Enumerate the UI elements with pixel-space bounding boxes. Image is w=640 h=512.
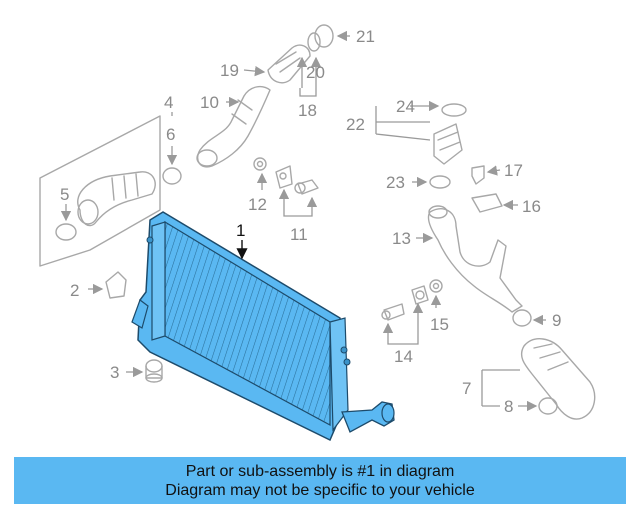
- callout-1: 1: [236, 221, 245, 240]
- callout-8: 8: [504, 397, 513, 416]
- bracket-part-11a: [275, 165, 293, 189]
- clamp-part-8: [538, 397, 558, 415]
- bracket-outline: [39, 115, 161, 267]
- grommet-part-3: [145, 359, 163, 383]
- leader-lines: [60, 30, 546, 412]
- banner-line-1: Part or sub-assembly is #1 in diagram: [185, 462, 455, 480]
- callout-10: 10: [200, 93, 219, 112]
- hose-part-24: [441, 103, 467, 117]
- callout-9: 9: [552, 311, 561, 330]
- nut-part-12: [253, 157, 267, 171]
- clamp-part-6: [162, 167, 182, 185]
- callout-21: 21: [356, 27, 375, 46]
- callout-3: 3: [110, 363, 119, 382]
- callout-17: 17: [504, 161, 523, 180]
- callout-16: 16: [522, 197, 541, 216]
- pad-part-2: [105, 271, 127, 299]
- bolt-part-14b: [411, 285, 429, 305]
- callout-14: 14: [394, 347, 413, 366]
- callout-20: 20: [306, 63, 325, 82]
- callout-13: 13: [392, 229, 411, 248]
- intake-pipe-part-10: [196, 85, 271, 168]
- clamp-part-5-ring: [55, 223, 77, 241]
- ring-part-20: [307, 32, 321, 52]
- nut-part-15: [429, 279, 443, 293]
- callout-19: 19: [220, 61, 239, 80]
- hose-part-22: [433, 123, 463, 165]
- callout-4: 4: [164, 93, 173, 112]
- sensor-part-17: [471, 165, 485, 185]
- callout-18: 18: [298, 101, 317, 120]
- callout-22: 22: [346, 115, 365, 134]
- hose-part-7: [520, 338, 596, 420]
- callout-7: 7: [462, 379, 471, 398]
- callout-6: 6: [166, 125, 175, 144]
- clamp-part-23: [429, 175, 451, 189]
- callout-24: 24: [396, 97, 415, 116]
- sensor-part-16: [471, 193, 503, 213]
- callout-15: 15: [430, 315, 449, 334]
- air-duct-part-5: [77, 171, 156, 227]
- bolt-part-14a: [381, 303, 405, 321]
- callout-2: 2: [70, 281, 79, 300]
- banner-line-2: Diagram may not be specific to your vehi…: [165, 481, 475, 499]
- callout-5: 5: [60, 185, 69, 204]
- hose-part-19: [267, 44, 311, 84]
- info-banner: Part or sub-assembly is #1 in diagram Di…: [14, 457, 626, 504]
- callout-11: 11: [290, 225, 308, 244]
- ring-part-21: [314, 24, 334, 48]
- clamp-part-9: [512, 309, 532, 327]
- charge-pipe-part-13: [427, 205, 523, 313]
- callout-23: 23: [386, 173, 405, 192]
- bolt-part-11b: [294, 179, 319, 195]
- parts-diagram: 1 2 3 4 5 6 7 8 9 10 11 12 13 14 15 16 1…: [39, 24, 596, 442]
- callout-12: 12: [248, 195, 267, 214]
- intercooler-part-1: [131, 211, 395, 442]
